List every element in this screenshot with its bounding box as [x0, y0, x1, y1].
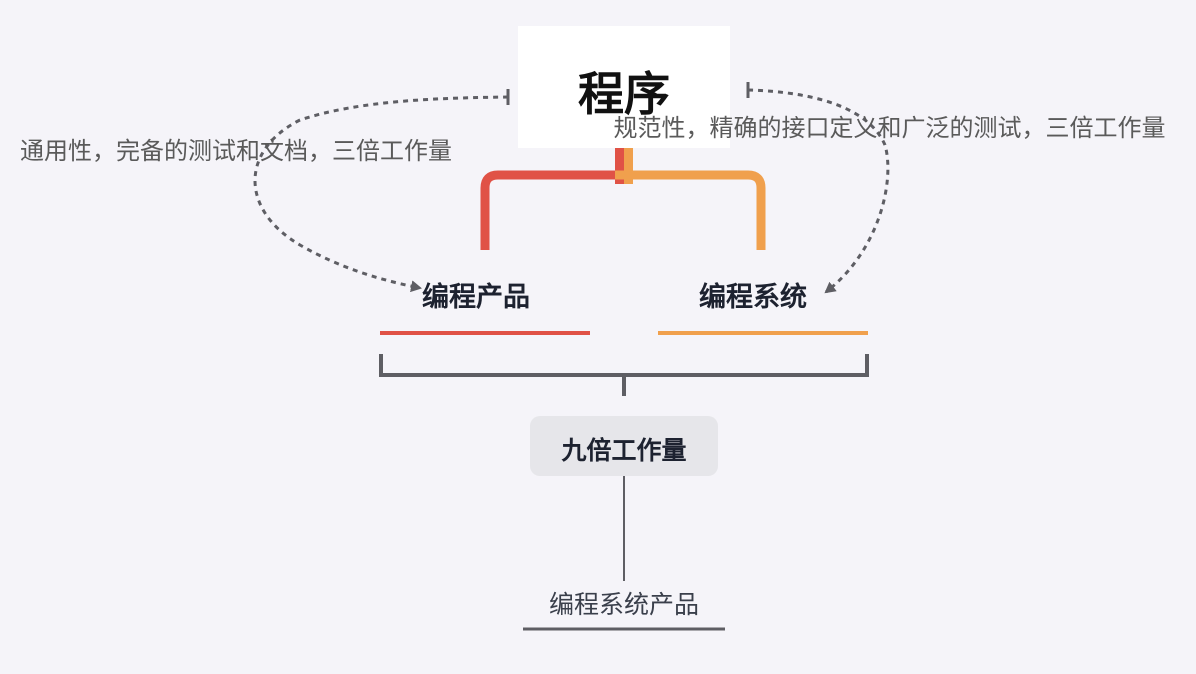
note-left: 通用性，完备的测试和文档，三倍工作量 [20, 137, 452, 165]
branch-node-programming-system[interactable]: 编程系统 [699, 282, 807, 313]
leaf-node-label[interactable]: 编程系统产品 [548, 590, 699, 619]
branch-node-programming-product[interactable]: 编程产品 [422, 282, 530, 313]
result-node-label: 九倍工作量 [561, 436, 687, 465]
dotted-arrow-left [253, 95, 509, 293]
result-node-box[interactable] [530, 416, 718, 476]
branch-connector-red [480, 170, 615, 250]
root-node-box[interactable] [518, 26, 730, 148]
root-stem-red [615, 148, 624, 184]
branch-connector-orange [615, 170, 766, 250]
summary-bracket [379, 354, 869, 396]
dotted-arrow-right [747, 88, 890, 294]
root-node-label: 程序 [578, 67, 670, 121]
note-right: 规范性，精确的接口定义和广泛的测试，三倍工作量 [613, 114, 1166, 142]
root-stem-orange [624, 148, 633, 184]
